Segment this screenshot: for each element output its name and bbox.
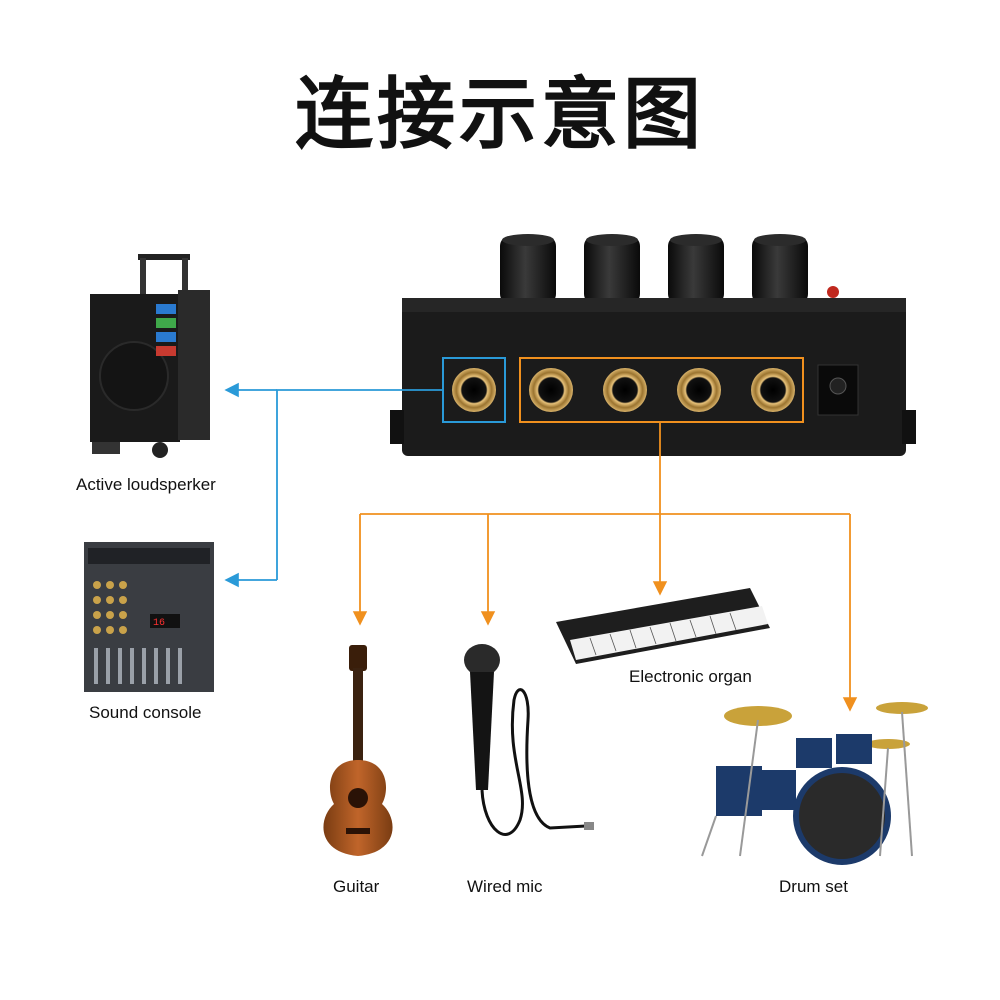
microphone-illustration	[464, 644, 594, 836]
input-connection-lines	[352, 422, 858, 712]
keyboard-illustration	[556, 588, 770, 664]
label-wired-mic: Wired mic	[467, 877, 543, 896]
label-active-loudspeaker: Active loudsperker	[76, 475, 216, 494]
mixer-unit	[390, 234, 916, 456]
loudspeaker-illustration	[90, 254, 210, 458]
input-jack-2	[603, 368, 647, 412]
guitar-illustration	[323, 645, 393, 856]
label-drum-set: Drum set	[779, 877, 848, 896]
label-guitar: Guitar	[333, 877, 380, 896]
drum-set-illustration	[701, 702, 928, 865]
diagram-title: 连接示意图	[294, 70, 705, 160]
power-led-icon	[827, 286, 839, 298]
volume-knobs	[500, 234, 808, 304]
output-connection-lines	[224, 382, 443, 588]
input-jack-4	[751, 368, 795, 412]
input-jack-3	[677, 368, 721, 412]
output-jack	[452, 368, 496, 412]
label-sound-console: Sound console	[89, 703, 202, 722]
input-jack-1	[529, 368, 573, 412]
label-electronic-organ: Electronic organ	[629, 667, 752, 686]
sound-console-illustration: 16	[84, 542, 214, 692]
svg-text:16: 16	[153, 618, 165, 629]
